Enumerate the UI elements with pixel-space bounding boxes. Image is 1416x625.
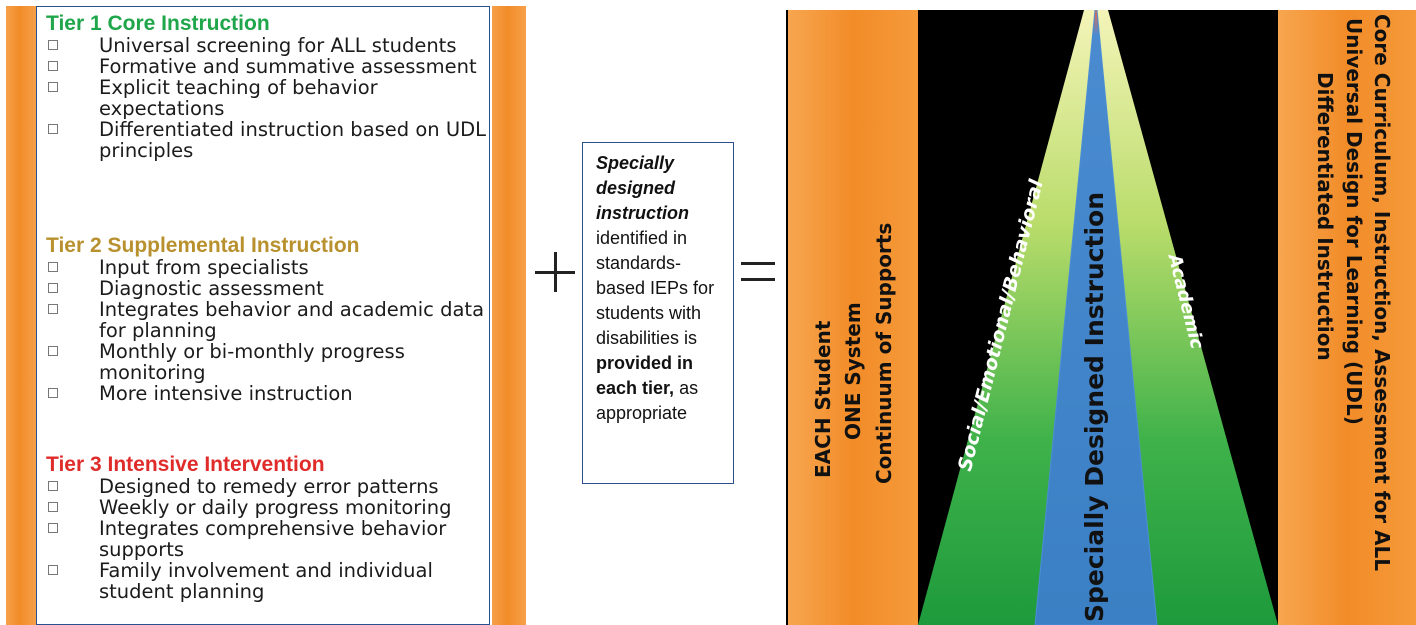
right-band-line-3: Differentiated Instruction — [1313, 72, 1337, 361]
plus-sign: + — [535, 252, 575, 292]
list-item: Universal screening for ALL students — [46, 35, 486, 56]
checkbox-icon — [48, 283, 58, 293]
tier-1-block: Tier 1 Core Instruction Universal screen… — [46, 12, 486, 162]
tiers-panel: Tier 1 Core Instruction Universal screen… — [36, 6, 490, 625]
left-band-line-3: Continuum of Supports — [872, 222, 896, 484]
list-item: Diagnostic assessment — [46, 278, 486, 299]
list-item: Formative and summative assessment — [46, 56, 486, 77]
sdi-middle-text: identified in standards-based IEPs for s… — [596, 228, 715, 348]
list-item: Integrates behavior and academic data fo… — [46, 299, 486, 341]
checkbox-icon — [48, 304, 58, 314]
list-item: Monthly or bi-monthly progress monitorin… — [46, 341, 486, 383]
list-item: Weekly or daily progress monitoring — [46, 497, 486, 518]
list-item: Designed to remedy error patterns — [46, 476, 486, 497]
tier-3-list: Designed to remedy error patterns Weekly… — [46, 476, 486, 602]
continuum-diagram: EACH Student ONE System Continuum of Sup… — [786, 10, 1416, 625]
sdi-emphasis: Specially designed instruction — [596, 153, 689, 223]
center-wedge — [1034, 10, 1158, 625]
list-item: Integrates comprehensive behavior suppor… — [46, 518, 486, 560]
tier-3-title: Tier 3 Intensive Intervention — [46, 453, 325, 476]
list-item: More intensive instruction — [46, 383, 486, 404]
checkbox-icon — [48, 40, 58, 50]
specially-designed-instruction-note: Specially designed instruction identifie… — [582, 142, 734, 484]
tier-2-block: Tier 2 Supplemental Instruction Input fr… — [46, 234, 486, 405]
list-item: Explicit teaching of behavior expectatio… — [46, 77, 486, 119]
checkbox-icon — [48, 523, 58, 533]
checkbox-icon — [48, 61, 58, 71]
tier-3-block: Tier 3 Intensive Intervention Designed t… — [46, 453, 486, 603]
checkbox-icon — [48, 262, 58, 272]
checkbox-icon — [48, 388, 58, 398]
checkbox-icon — [48, 82, 58, 92]
diagram-graphic — [786, 10, 1416, 625]
list-item: Family involvement and individual studen… — [46, 560, 486, 602]
left-orange-bar — [6, 6, 36, 625]
right-band-line-2: Universal Design for Learning (UDL) — [1342, 18, 1366, 425]
right-band-line-1: Core Curriculum, Instruction, Assessment… — [1370, 14, 1394, 572]
tier-1-list: Universal screening for ALL students For… — [46, 35, 486, 161]
sdi-tail-text: as appropriate — [596, 378, 699, 423]
list-item: Differentiated instruction based on UDL … — [46, 119, 486, 161]
equals-sign: = — [741, 256, 775, 286]
left-band-line-1: EACH Student — [811, 320, 835, 478]
list-item: Input from specialists — [46, 257, 486, 278]
sdi-bold-phrase: provided in each tier, — [596, 353, 694, 398]
left-band — [788, 10, 918, 625]
left-band-line-2: ONE System — [841, 302, 865, 440]
tier-2-title: Tier 2 Supplemental Instruction — [46, 234, 360, 257]
center-label: Specially Designed Instruction — [1080, 191, 1109, 622]
tier-2-list: Input from specialists Diagnostic assess… — [46, 257, 486, 404]
checkbox-icon — [48, 502, 58, 512]
checkbox-icon — [48, 124, 58, 134]
checkbox-icon — [48, 565, 58, 575]
right-band — [1278, 10, 1416, 625]
checkbox-icon — [48, 346, 58, 356]
tier-1-title: Tier 1 Core Instruction — [46, 12, 270, 35]
right-orange-bar — [492, 6, 526, 625]
checkbox-icon — [48, 481, 58, 491]
